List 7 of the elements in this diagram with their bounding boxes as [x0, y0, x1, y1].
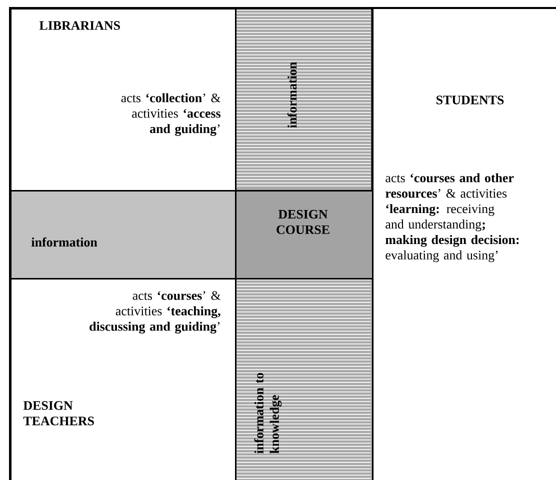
hatched-band: information to knowledge — [235, 278, 374, 480]
hatched-band: information — [235, 8, 374, 192]
table-cell: STUDENTS acts ‘courses and other resources’ & activities ‘learning: receiving and understanding; making design decision: evaluating and using’ — [371, 7, 556, 480]
table-cell: acts ‘courses’ & activities ‘teaching, discussing and guiding’ DESIGN TEACHERS — [10, 278, 236, 480]
shaded-cell: DESIGN COURSE — [235, 190, 374, 280]
table-cell: LIBRARIANS acts ‘collection’ & activities ‘access and guiding’ — [10, 8, 236, 192]
shaded-cell: information — [10, 190, 236, 280]
